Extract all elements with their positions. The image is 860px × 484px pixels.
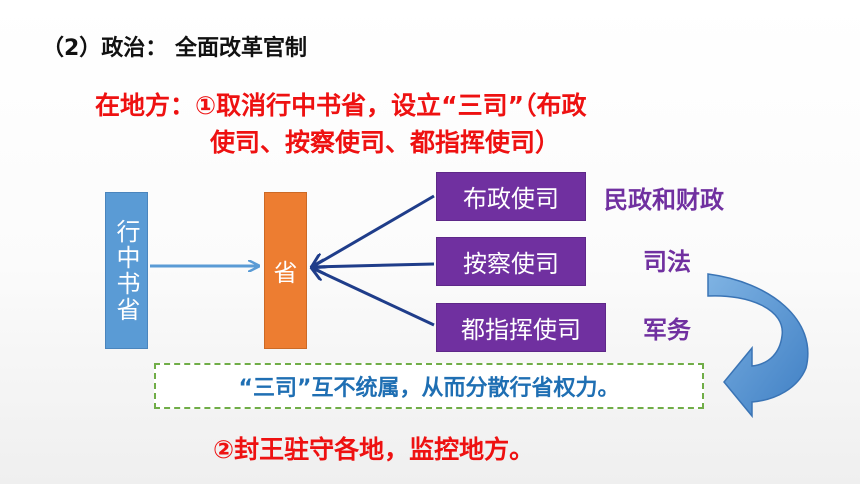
target-province-box: 省 bbox=[264, 192, 307, 349]
office-box-ancha: 按察使司 bbox=[436, 237, 586, 286]
point-one-line-two: 使司、按察使司、都指挥使司） bbox=[210, 128, 561, 157]
office-box-duzhihui: 都指挥使司 bbox=[436, 303, 606, 352]
source-province-box: 行中书省 bbox=[105, 192, 148, 349]
office-box-buzheng: 布政使司 bbox=[436, 172, 586, 221]
function-label-duzhihui: 军务 bbox=[643, 316, 691, 344]
function-label-ancha: 司法 bbox=[643, 248, 691, 276]
arrow-bz-to-sheng bbox=[312, 194, 435, 267]
point-two: ②封王驻守各地，监控地方。 bbox=[213, 435, 535, 464]
point-one-line-one: 在地方：①取消行中书省，设立“三司”（布政 bbox=[95, 91, 587, 120]
note-box: “三司”互不统属，从而分散行省权力。 bbox=[154, 363, 704, 409]
curved-arrow-icon bbox=[707, 273, 809, 419]
slide-heading: （2）政治： 全面改革官制 bbox=[42, 36, 307, 61]
function-label-buzheng: 民政和财政 bbox=[604, 186, 724, 214]
arrow-dz-to-sheng bbox=[312, 268, 435, 327]
arrow-ac-to-sheng bbox=[312, 264, 435, 267]
